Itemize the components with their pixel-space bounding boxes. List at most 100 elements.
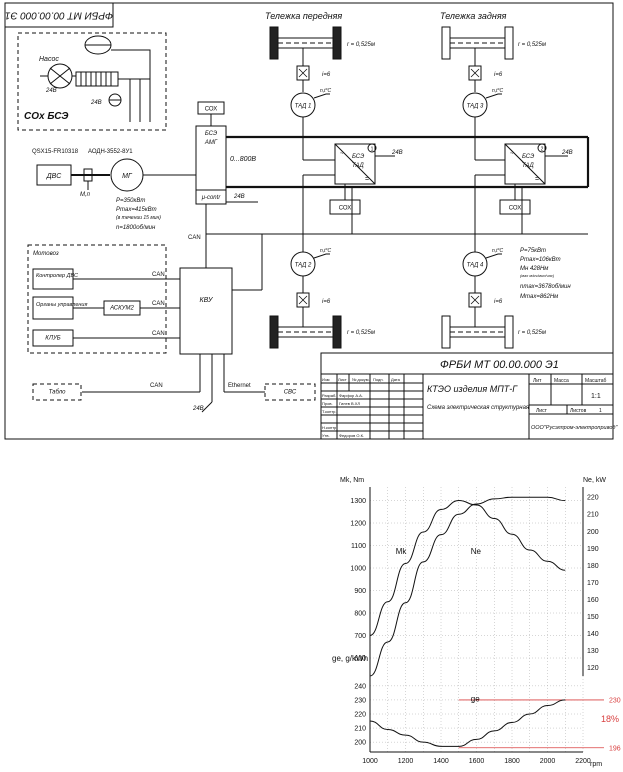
svg-text:r = 0,525м: r = 0,525м — [518, 42, 546, 48]
tad-specs: P=75кВт Pmax=106кВт Mн 428Нм (мах м/кч/м… — [520, 248, 571, 300]
klub-label: КЛУБ — [45, 336, 60, 342]
pump-blade-b — [49, 67, 71, 85]
gen-power: P=350кВт — [116, 198, 145, 204]
svg-text:Пров.: Пров. — [322, 401, 333, 406]
generator-label: МГ — [122, 173, 133, 180]
svg-text:~: ~ — [510, 151, 514, 157]
bogie-rear-label: Тележка задняя — [440, 11, 507, 21]
tad1-cox — [329, 199, 361, 215]
percent-annotation: 18% — [601, 714, 619, 724]
svg-text:1: 1 — [599, 408, 602, 414]
bse-tad-1 — [334, 143, 376, 185]
gen-pmax: Pmax=415кВт — [116, 207, 157, 213]
rpm-unit-label: rpm — [590, 761, 602, 768]
gearbox-3 — [468, 65, 482, 81]
svg-text:n,t°C: n,t°C — [320, 248, 332, 254]
ne-tick-label: 120 — [587, 665, 599, 672]
svg-text:Т.контр.: Т.контр. — [322, 409, 337, 414]
tablo-label: Табло — [49, 390, 66, 396]
svg-text:Pmax=106кВт: Pmax=106кВт — [520, 257, 561, 263]
svg-text:(мах м/кч/мин/час): (мах м/кч/мин/час) — [520, 273, 555, 278]
wheelset-1: r = 0,525м — [269, 26, 375, 60]
svg-text:Лист: Лист — [338, 377, 347, 382]
wheelset-3: r = 0,525м — [441, 26, 546, 60]
ne-tick-label: 210 — [587, 512, 599, 519]
motorvoz-box — [27, 244, 167, 354]
svg-text:r = 0,525м: r = 0,525м — [518, 330, 546, 336]
mk-tick-label: 900 — [354, 588, 366, 595]
svg-text:=: = — [365, 176, 369, 183]
svg-text:Федоров О.К.: Федоров О.К. — [339, 433, 364, 438]
svg-text:БСЭ: БСЭ — [352, 154, 364, 160]
svg-text:Mmax=862Нм: Mmax=862Нм — [520, 294, 558, 300]
svg-text:Лит: Лит — [533, 378, 542, 384]
svg-text:ТАД 2: ТАД 2 — [295, 263, 312, 269]
svg-text:ТАД: ТАД — [522, 163, 535, 169]
kvu-24v: 24В — [192, 406, 204, 412]
askum-label: АСКУМ2 — [109, 306, 134, 312]
svg-text:№ докум.: № докум. — [352, 377, 370, 382]
svg-text:n,t°C: n,t°C — [492, 88, 504, 94]
svg-text:CAN: CAN — [150, 383, 163, 389]
svg-text:~: ~ — [340, 151, 344, 157]
svg-text:БСЭ: БСЭ — [522, 154, 534, 160]
pump-24v: 24В — [45, 88, 57, 94]
svg-text:СОХ: СОХ — [509, 206, 522, 212]
tad2-cox — [499, 199, 531, 215]
svg-text:Разраб.: Разраб. — [322, 393, 336, 398]
series-label-ge: ge — [471, 694, 480, 703]
ne-tick-label: 140 — [587, 631, 599, 638]
svg-text:Подп.: Подп. — [373, 377, 384, 382]
ne-tick-label: 160 — [587, 597, 599, 604]
title-doc-no: ФРБИ МТ 00.00.000 Э1 — [440, 359, 559, 371]
ne-axis-label: Ne, kW — [583, 477, 606, 484]
drawing-frame — [4, 2, 614, 440]
svg-text:P=75кВт: P=75кВт — [520, 248, 546, 254]
svg-text:Изм: Изм — [322, 377, 330, 382]
series-mk-line — [369, 499, 566, 636]
svg-text:ТАД: ТАД — [352, 163, 365, 169]
can-label-amg: CAN — [188, 235, 201, 241]
svg-text:Лист: Лист — [536, 408, 548, 414]
chart-axes — [369, 487, 584, 753]
guide-label: 230 — [609, 697, 621, 704]
fan-24v: 24В — [90, 100, 102, 106]
pump-label: Насос — [39, 56, 59, 63]
svg-text:ТАД 1: ТАД 1 — [295, 104, 312, 110]
bse-tad-2 — [504, 143, 546, 185]
gearbox-2 — [296, 292, 310, 308]
series-ne-line — [369, 496, 566, 677]
x-tick-label: 1200 — [398, 758, 414, 765]
radiator-icon — [75, 71, 119, 87]
generator-model: АОДН-3552-8У1 — [88, 149, 133, 155]
ne-tick-label: 150 — [587, 614, 599, 621]
chart-grid — [369, 487, 584, 752]
rotated-stamp: ФРБИ МТ 00.00.000 Э1 — [5, 9, 113, 20]
svg-text:nmax=3678об/мин: nmax=3678об/мин — [520, 284, 571, 290]
svg-text:Масса: Масса — [554, 378, 569, 384]
mk-tick-label: 1100 — [351, 543, 366, 550]
ge-tick-label: 240 — [354, 683, 366, 690]
mk-tick-label: 700 — [354, 633, 366, 640]
ne-tick-label: 130 — [587, 648, 599, 655]
stamp-box — [4, 2, 114, 28]
ge-tick-label: 230 — [354, 697, 366, 704]
svg-text:CAN: CAN — [152, 272, 165, 278]
controls-label: Органы управления — [36, 302, 87, 308]
svg-text:n,t°C: n,t°C — [320, 88, 332, 94]
ne-tick-label: 170 — [587, 580, 599, 587]
dc-voltage: 0...800В — [230, 156, 256, 163]
amg-24v: 24В — [233, 194, 245, 200]
svg-text:Листов: Листов — [570, 408, 587, 414]
mk-tick-label: 600 — [354, 656, 366, 663]
amg-line2: АМГ — [204, 140, 218, 146]
svg-text:CAN: CAN — [152, 331, 165, 337]
motorvoz-title: Мотовоз — [33, 251, 59, 257]
svg-text:24В: 24В — [561, 150, 573, 156]
svg-text:Mн 428Нм: Mн 428Нм — [520, 266, 548, 272]
svg-text:r = 0,525м: r = 0,525м — [347, 330, 375, 336]
cooling-pipes — [40, 49, 151, 122]
